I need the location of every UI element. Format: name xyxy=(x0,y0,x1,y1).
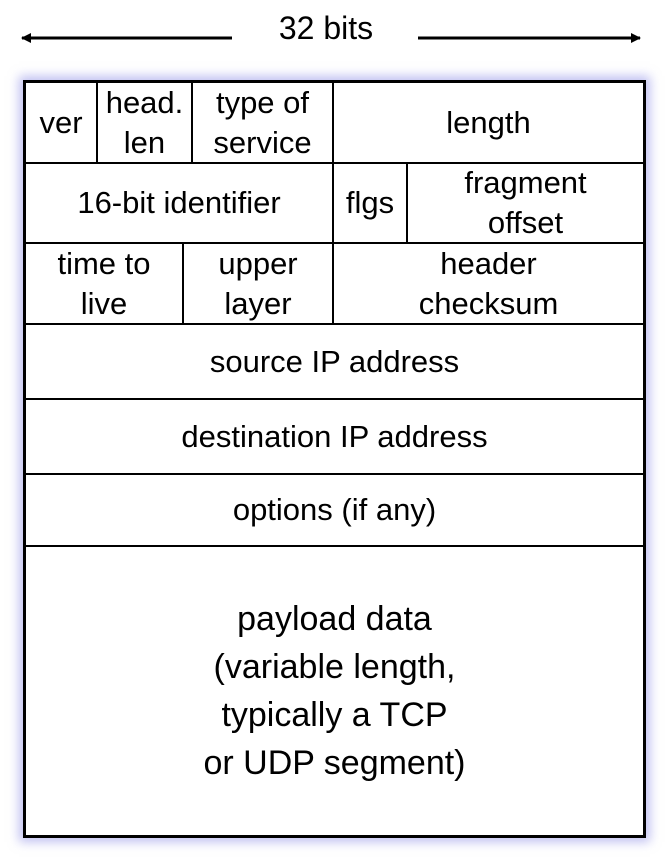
width-label: 32 bits xyxy=(278,10,374,46)
header-checksum-label: header checksum xyxy=(418,245,559,321)
type-of-service-label: type of service xyxy=(213,84,312,160)
upper-layer-field: upper layer xyxy=(184,244,334,325)
payload-label: payload data (variable length, typically… xyxy=(203,600,466,782)
header-length-label: head. len xyxy=(105,84,184,160)
width-arrows xyxy=(21,33,641,43)
identifier-label: 16-bit identifier xyxy=(77,185,281,220)
options-field: options (if any) xyxy=(26,475,643,547)
flags-label: flgs xyxy=(345,185,395,220)
destination-ip-label: destination IP address xyxy=(181,418,488,454)
fragment-offset-label: fragment offset xyxy=(464,165,587,240)
upper-layer-label: upper layer xyxy=(218,245,298,321)
destination-ip-field: destination IP address xyxy=(26,400,643,475)
length-field: length xyxy=(334,83,643,164)
options-label: options (if any) xyxy=(232,492,437,527)
ip-datagram: ver head. len type of service length 16-… xyxy=(23,80,646,838)
header-checksum-field: header checksum xyxy=(334,244,643,325)
payload-field: payload data (variable length, typically… xyxy=(26,547,643,835)
header-length-field: head. len xyxy=(98,83,193,164)
width-indicator: 32 bits xyxy=(0,0,672,70)
time-to-live-label: time to live xyxy=(57,245,151,321)
length-label: length xyxy=(446,104,531,140)
version-label: ver xyxy=(39,104,83,140)
fragment-offset-field: fragment offset xyxy=(408,164,643,244)
identifier-field: 16-bit identifier xyxy=(26,164,334,244)
source-ip-field: source IP address xyxy=(26,325,643,400)
flags-field: flgs xyxy=(334,164,408,244)
version-field: ver xyxy=(26,83,98,164)
time-to-live-field: time to live xyxy=(26,244,184,325)
type-of-service-field: type of service xyxy=(193,83,334,164)
source-ip-label: source IP address xyxy=(209,343,460,379)
